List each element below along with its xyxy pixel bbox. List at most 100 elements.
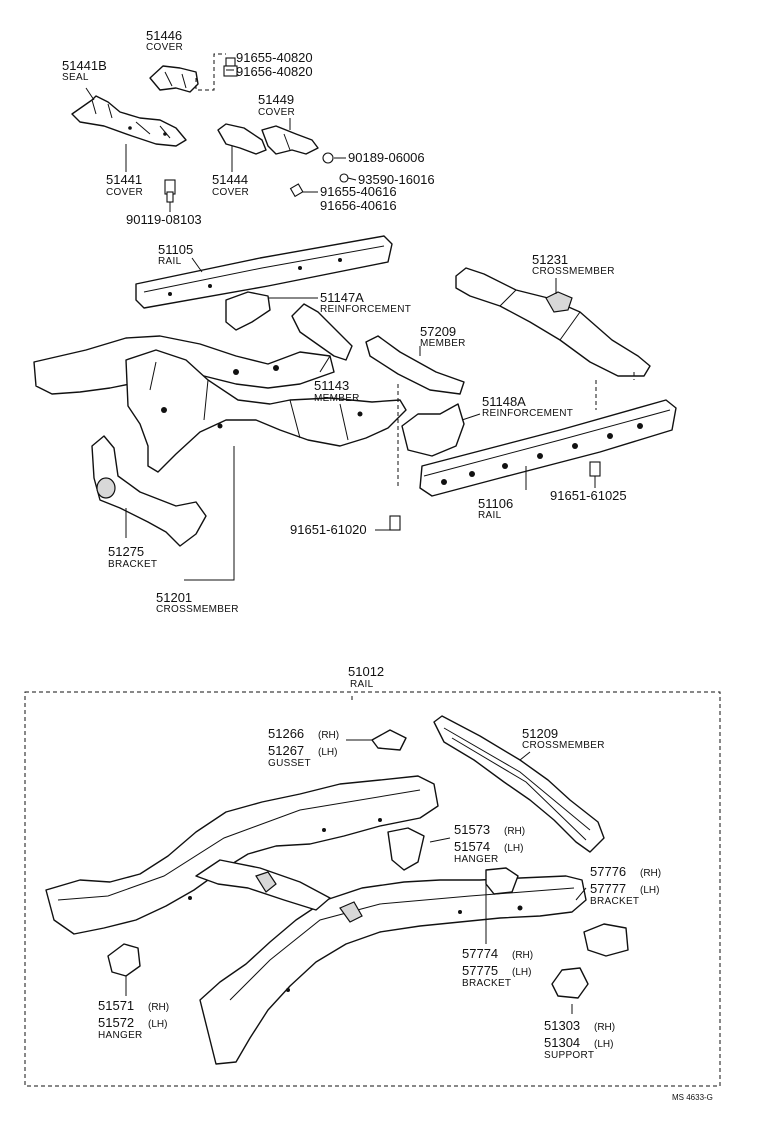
label-51267-num: 51267 — [268, 743, 304, 758]
label-51446-num: 51446 — [146, 28, 182, 43]
label-51304-num: 51304 — [544, 1035, 580, 1050]
label-51267-name: GUSSET — [268, 758, 311, 769]
label-51572-name: HANGER — [98, 1030, 143, 1041]
bolt-91651-61020-drawing — [389, 515, 401, 531]
label-51441-name: COVER — [106, 187, 143, 198]
frame-assembly-drawing — [45, 775, 587, 1065]
label-91651-61025: 91651-61025 — [550, 488, 627, 503]
label-57774-side: (RH) — [512, 950, 533, 961]
label-57777-num: 57777 — [590, 881, 626, 896]
label-51266-num: 51266 — [268, 726, 304, 741]
label-51572-num: 51572 — [98, 1015, 134, 1030]
label-51209-num: 51209 — [522, 726, 558, 741]
label-51444-num: 51444 — [212, 172, 248, 187]
label-51573-num: 51573 — [454, 822, 490, 837]
label-51304-name: SUPPORT — [544, 1050, 594, 1061]
label-51441b-num: 51441B — [62, 58, 107, 73]
label-51304-side: (LH) — [594, 1039, 613, 1050]
gusset-drawing — [371, 729, 407, 751]
label-51571-side: (RH) — [148, 1002, 169, 1013]
cover-51446-drawing — [149, 65, 199, 93]
reinforcement-51148a-drawing — [401, 403, 465, 457]
cover-51449-drawing — [261, 125, 319, 155]
label-51012-name: RAIL — [350, 679, 374, 690]
support-51303-drawing — [551, 967, 589, 999]
cover-51444-drawing — [217, 123, 267, 155]
crossmember-51201-drawing — [33, 335, 407, 473]
bracket-57774-drawing — [485, 867, 519, 895]
bolt-91655-40616-drawing — [289, 183, 304, 198]
label-51572-side: (LH) — [148, 1019, 167, 1030]
clip-93590-drawing — [339, 173, 349, 183]
nut-90189-drawing — [322, 152, 334, 164]
label-51441b-name: SEAL — [62, 72, 89, 83]
label-51571-num: 51571 — [98, 998, 134, 1013]
label-51143-name: MEMBER — [314, 393, 360, 404]
label-91655-40616: 91655-40616 — [320, 184, 397, 199]
label-51446-name: COVER — [146, 42, 183, 53]
label-51106-name: RAIL — [478, 510, 502, 521]
label-51148a-name: REINFORCEMENT — [482, 408, 573, 419]
label-51574-side: (LH) — [504, 843, 523, 854]
label-51148a-num: 51148A — [482, 394, 526, 409]
label-51441-num: 51441 — [106, 172, 142, 187]
label-57776-side: (RH) — [640, 868, 661, 879]
label-51303-num: 51303 — [544, 1018, 580, 1033]
label-57209-num: 57209 — [420, 324, 456, 339]
label-90189-06006: 90189-06006 — [348, 150, 425, 165]
member-57209-drawing — [365, 335, 465, 395]
drawing-reference: MS 4633-G — [672, 1093, 713, 1102]
label-91656-40616: 91656-40616 — [320, 198, 397, 213]
label-51574-name: HANGER — [454, 854, 499, 865]
label-57775-side: (LH) — [512, 967, 531, 978]
label-93590-16016: 93590-16016 — [358, 172, 435, 187]
label-57774-num: 57774 — [462, 946, 498, 961]
bracket-57776-drawing — [583, 923, 629, 957]
label-51147a-num: 51147A — [320, 290, 364, 305]
label-51449-name: COVER — [258, 107, 295, 118]
hanger-51571-drawing — [107, 943, 141, 977]
crossmember-51209-drawing — [433, 715, 605, 853]
label-57777-side: (LH) — [640, 885, 659, 896]
label-51209-name: CROSSMEMBER — [522, 740, 605, 751]
label-57209-name: MEMBER — [420, 338, 466, 349]
label-51201-name: CROSSMEMBER — [156, 604, 239, 615]
label-51231-num: 51231 — [532, 252, 568, 267]
rail-51105-drawing — [135, 235, 393, 309]
rail-51106-drawing — [419, 399, 677, 497]
bracket-51275-drawing — [91, 435, 207, 547]
label-51012-num: 51012 — [348, 664, 384, 679]
label-51143-num: 51143 — [314, 378, 349, 393]
cover-51441-drawing — [71, 95, 187, 147]
rail-assembly-boundary — [24, 691, 721, 1087]
label-51275-name: BRACKET — [108, 559, 157, 570]
label-51267-side: (LH) — [318, 747, 337, 758]
label-51147a-name: REINFORCEMENT — [320, 304, 411, 315]
label-51105-num: 51105 — [158, 242, 193, 257]
label-51266-side: (RH) — [318, 730, 339, 741]
label-91656-40820: 91656-40820 — [236, 64, 313, 79]
label-57775-name: BRACKET — [462, 978, 511, 989]
label-57776-num: 57776 — [590, 864, 626, 879]
bolt-91655-40820-drawing — [223, 57, 238, 77]
label-51573-side: (RH) — [504, 826, 525, 837]
label-51303-side: (RH) — [594, 1022, 615, 1033]
label-51201-num: 51201 — [156, 590, 192, 605]
member-51143-drawing — [291, 303, 353, 361]
label-51106-num: 51106 — [478, 496, 513, 511]
label-51105-name: RAIL — [158, 256, 182, 267]
label-51574-num: 51574 — [454, 839, 490, 854]
label-51275-num: 51275 — [108, 544, 144, 559]
crossmember-51231-drawing — [455, 267, 651, 377]
label-57775-num: 57775 — [462, 963, 498, 978]
hanger-51573-drawing — [387, 827, 425, 871]
label-57777-name: BRACKET — [590, 896, 639, 907]
bolt-91651-61025-drawing — [589, 461, 601, 477]
label-90119-08103: 90119-08103 — [126, 212, 202, 227]
label-91651-61020: 91651-61020 — [290, 522, 367, 537]
label-51231-name: CROSSMEMBER — [532, 266, 615, 277]
label-91655-40820: 91655-40820 — [236, 50, 313, 65]
reinforcement-51147a-drawing — [225, 291, 271, 331]
label-51449-num: 51449 — [258, 92, 294, 107]
